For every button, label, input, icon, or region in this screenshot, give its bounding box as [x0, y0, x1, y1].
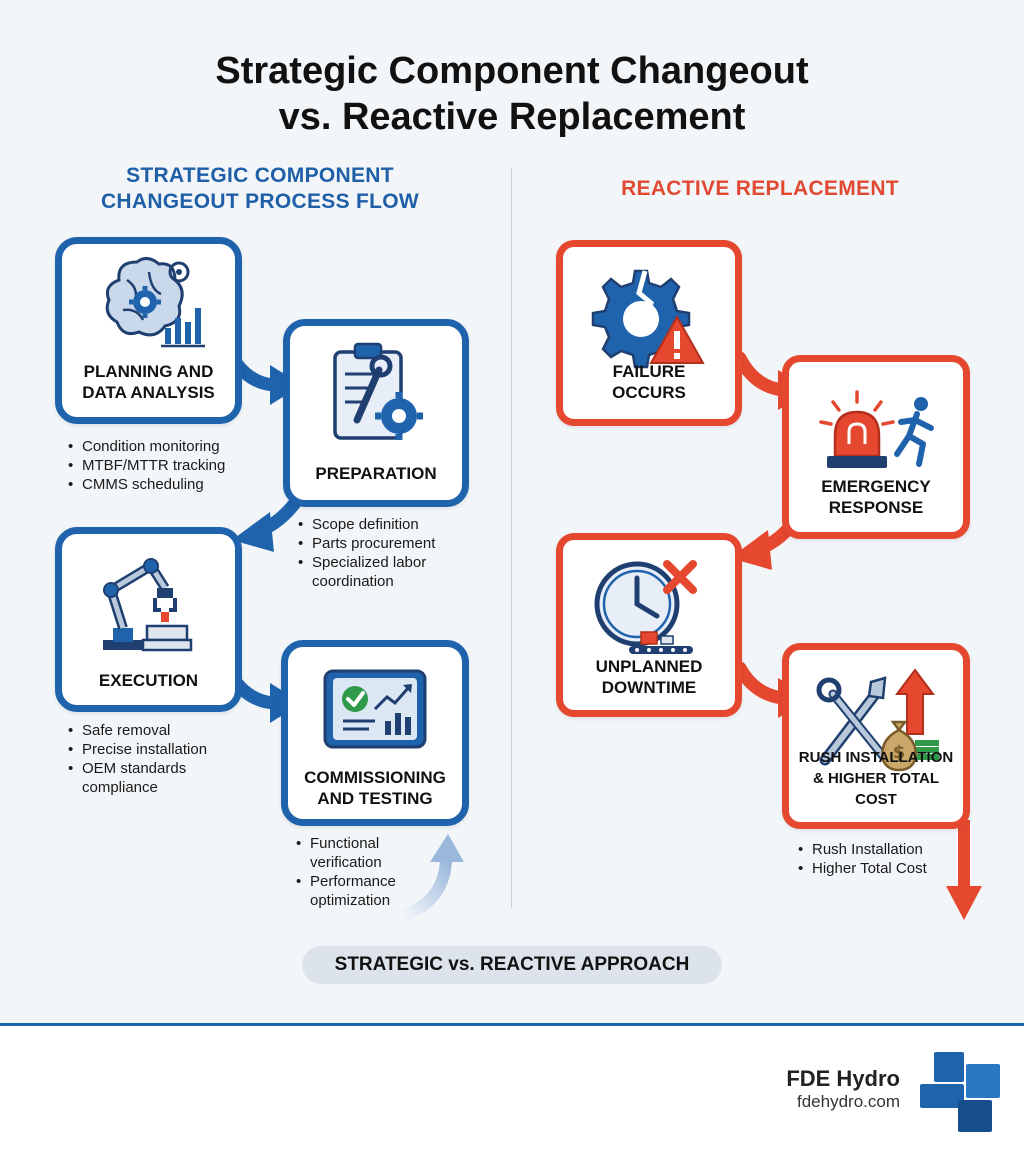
card-failure: FAILURE OCCURS [556, 240, 742, 426]
brand-name: FDE Hydro [786, 1066, 900, 1091]
list-item: Condition monitoring [68, 437, 225, 456]
list-item: optimization [310, 892, 391, 909]
planning-bullets: Condition monitoring MTBF/MTTR tracking … [68, 437, 225, 494]
list-item: Scope definition [298, 515, 435, 534]
tablet-checkmark-chart-icon [288, 665, 462, 785]
card-emergency-label-line-2: RESPONSE [828, 498, 924, 517]
card-preparation-label: PREPARATION [294, 463, 458, 484]
clipboard-wrench-gear-icon [290, 340, 462, 460]
card-downtime: UNPLANNED DOWNTIME [556, 533, 742, 717]
list-item: Precise installation [68, 740, 207, 759]
list-item: OEM standards [68, 759, 207, 778]
card-preparation: PREPARATION [283, 319, 469, 507]
arrow-cost-escalation-down [946, 820, 982, 920]
robotic-arm-icon [62, 554, 235, 674]
card-rush-label-line-1: RUSH INSTALLATION [798, 749, 954, 766]
card-downtime-label: UNPLANNED DOWNTIME [567, 656, 731, 698]
card-downtime-label-line-1: UNPLANNED [595, 657, 703, 676]
list-item: coordination [312, 573, 394, 590]
card-failure-label-line-1: FAILURE [612, 362, 686, 381]
commissioning-bullets: Functional verification Performance opti… [296, 834, 396, 910]
card-downtime-label-line-2: DOWNTIME [601, 678, 697, 697]
card-preparation-label-line-1: PREPARATION [315, 464, 437, 483]
card-commissioning: COMMISSIONING AND TESTING [281, 640, 469, 826]
list-item: CMMS scheduling [68, 475, 225, 494]
list-item: compliance [82, 779, 158, 796]
brand-url[interactable]: fdehydro.com [797, 1092, 900, 1111]
footer-divider [0, 1023, 1024, 1026]
card-emergency-label-line-1: EMERGENCY [821, 477, 931, 496]
card-failure-label: FAILURE OCCURS [567, 361, 731, 403]
list-item: Safe removal [68, 721, 207, 740]
card-execution: EXECUTION [55, 527, 242, 712]
card-emergency: EMERGENCY RESPONSE [782, 355, 970, 539]
card-rush-label: RUSH INSTALLATION & HIGHER TOTAL COST [793, 747, 959, 810]
execution-bullets: Safe removal Precise installation OEM st… [68, 721, 207, 797]
list-item: Performance [296, 872, 396, 891]
list-item: Rush Installation [798, 840, 927, 859]
card-commissioning-label-line-2: AND TESTING [317, 789, 433, 808]
list-item: Specialized labor [298, 553, 435, 572]
card-planning-label-line-1: PLANNING AND [83, 362, 214, 381]
card-emergency-label: EMERGENCY RESPONSE [793, 476, 959, 518]
card-commissioning-label: COMMISSIONING AND TESTING [292, 767, 458, 809]
approach-label: STRATEGIC vs. REACTIVE APPROACH [302, 946, 722, 984]
preparation-bullets: Scope definition Parts procurement Speci… [298, 515, 435, 591]
title-line-2: vs. Reactive Replacement [278, 96, 746, 138]
arrow-loop-back [396, 834, 464, 922]
broken-gear-warning-icon [563, 263, 735, 383]
card-planning-label-line-2: DATA ANALYSIS [82, 383, 215, 402]
list-item: Functional [296, 834, 396, 853]
strategic-heading-line-1: STRATEGIC COMPONENT [126, 164, 394, 187]
card-failure-label-line-2: OCCURS [612, 383, 686, 402]
card-planning: PLANNING AND DATA ANALYSIS [55, 237, 242, 424]
card-planning-label: PLANNING AND DATA ANALYSIS [66, 361, 231, 403]
title-line-1: Strategic Component Changeout [215, 50, 809, 92]
siren-running-person-icon [789, 390, 963, 510]
clock-x-conveyor-icon [563, 554, 735, 674]
reactive-heading: REACTIVE REPLACEMENT [621, 177, 899, 200]
fde-hydro-logo-icon [920, 1052, 1000, 1132]
column-divider [511, 168, 512, 908]
strategic-heading-line-2: CHANGEOUT PROCESS FLOW [100, 190, 420, 213]
list-item: verification [310, 854, 382, 871]
card-rush-installation: $ RUSH INSTALLATION & HIGHER TOTAL COST [782, 643, 970, 829]
page-title: Strategic Component Changeout vs. Reacti… [0, 48, 1024, 140]
card-execution-label-line-1: EXECUTION [98, 671, 199, 690]
rush-bullets: Rush Installation Higher Total Cost [798, 840, 927, 878]
list-item: Higher Total Cost [798, 859, 927, 878]
card-commissioning-label-line-1: COMMISSIONING [304, 768, 446, 787]
tools-moneybag-up-arrow-icon: $ [789, 664, 963, 784]
strategic-heading: STRATEGIC COMPONENT CHANGEOUT PROCESS FL… [60, 163, 460, 215]
list-item: Parts procurement [298, 534, 435, 553]
card-execution-label: EXECUTION [66, 670, 231, 691]
footer [0, 1026, 1024, 1154]
card-rush-label-line-2: & HIGHER TOTAL COST [812, 770, 940, 808]
list-item: MTBF/MTTR tracking [68, 456, 225, 475]
brain-gears-chart-icon [62, 250, 235, 370]
svg-text:$: $ [893, 742, 906, 763]
